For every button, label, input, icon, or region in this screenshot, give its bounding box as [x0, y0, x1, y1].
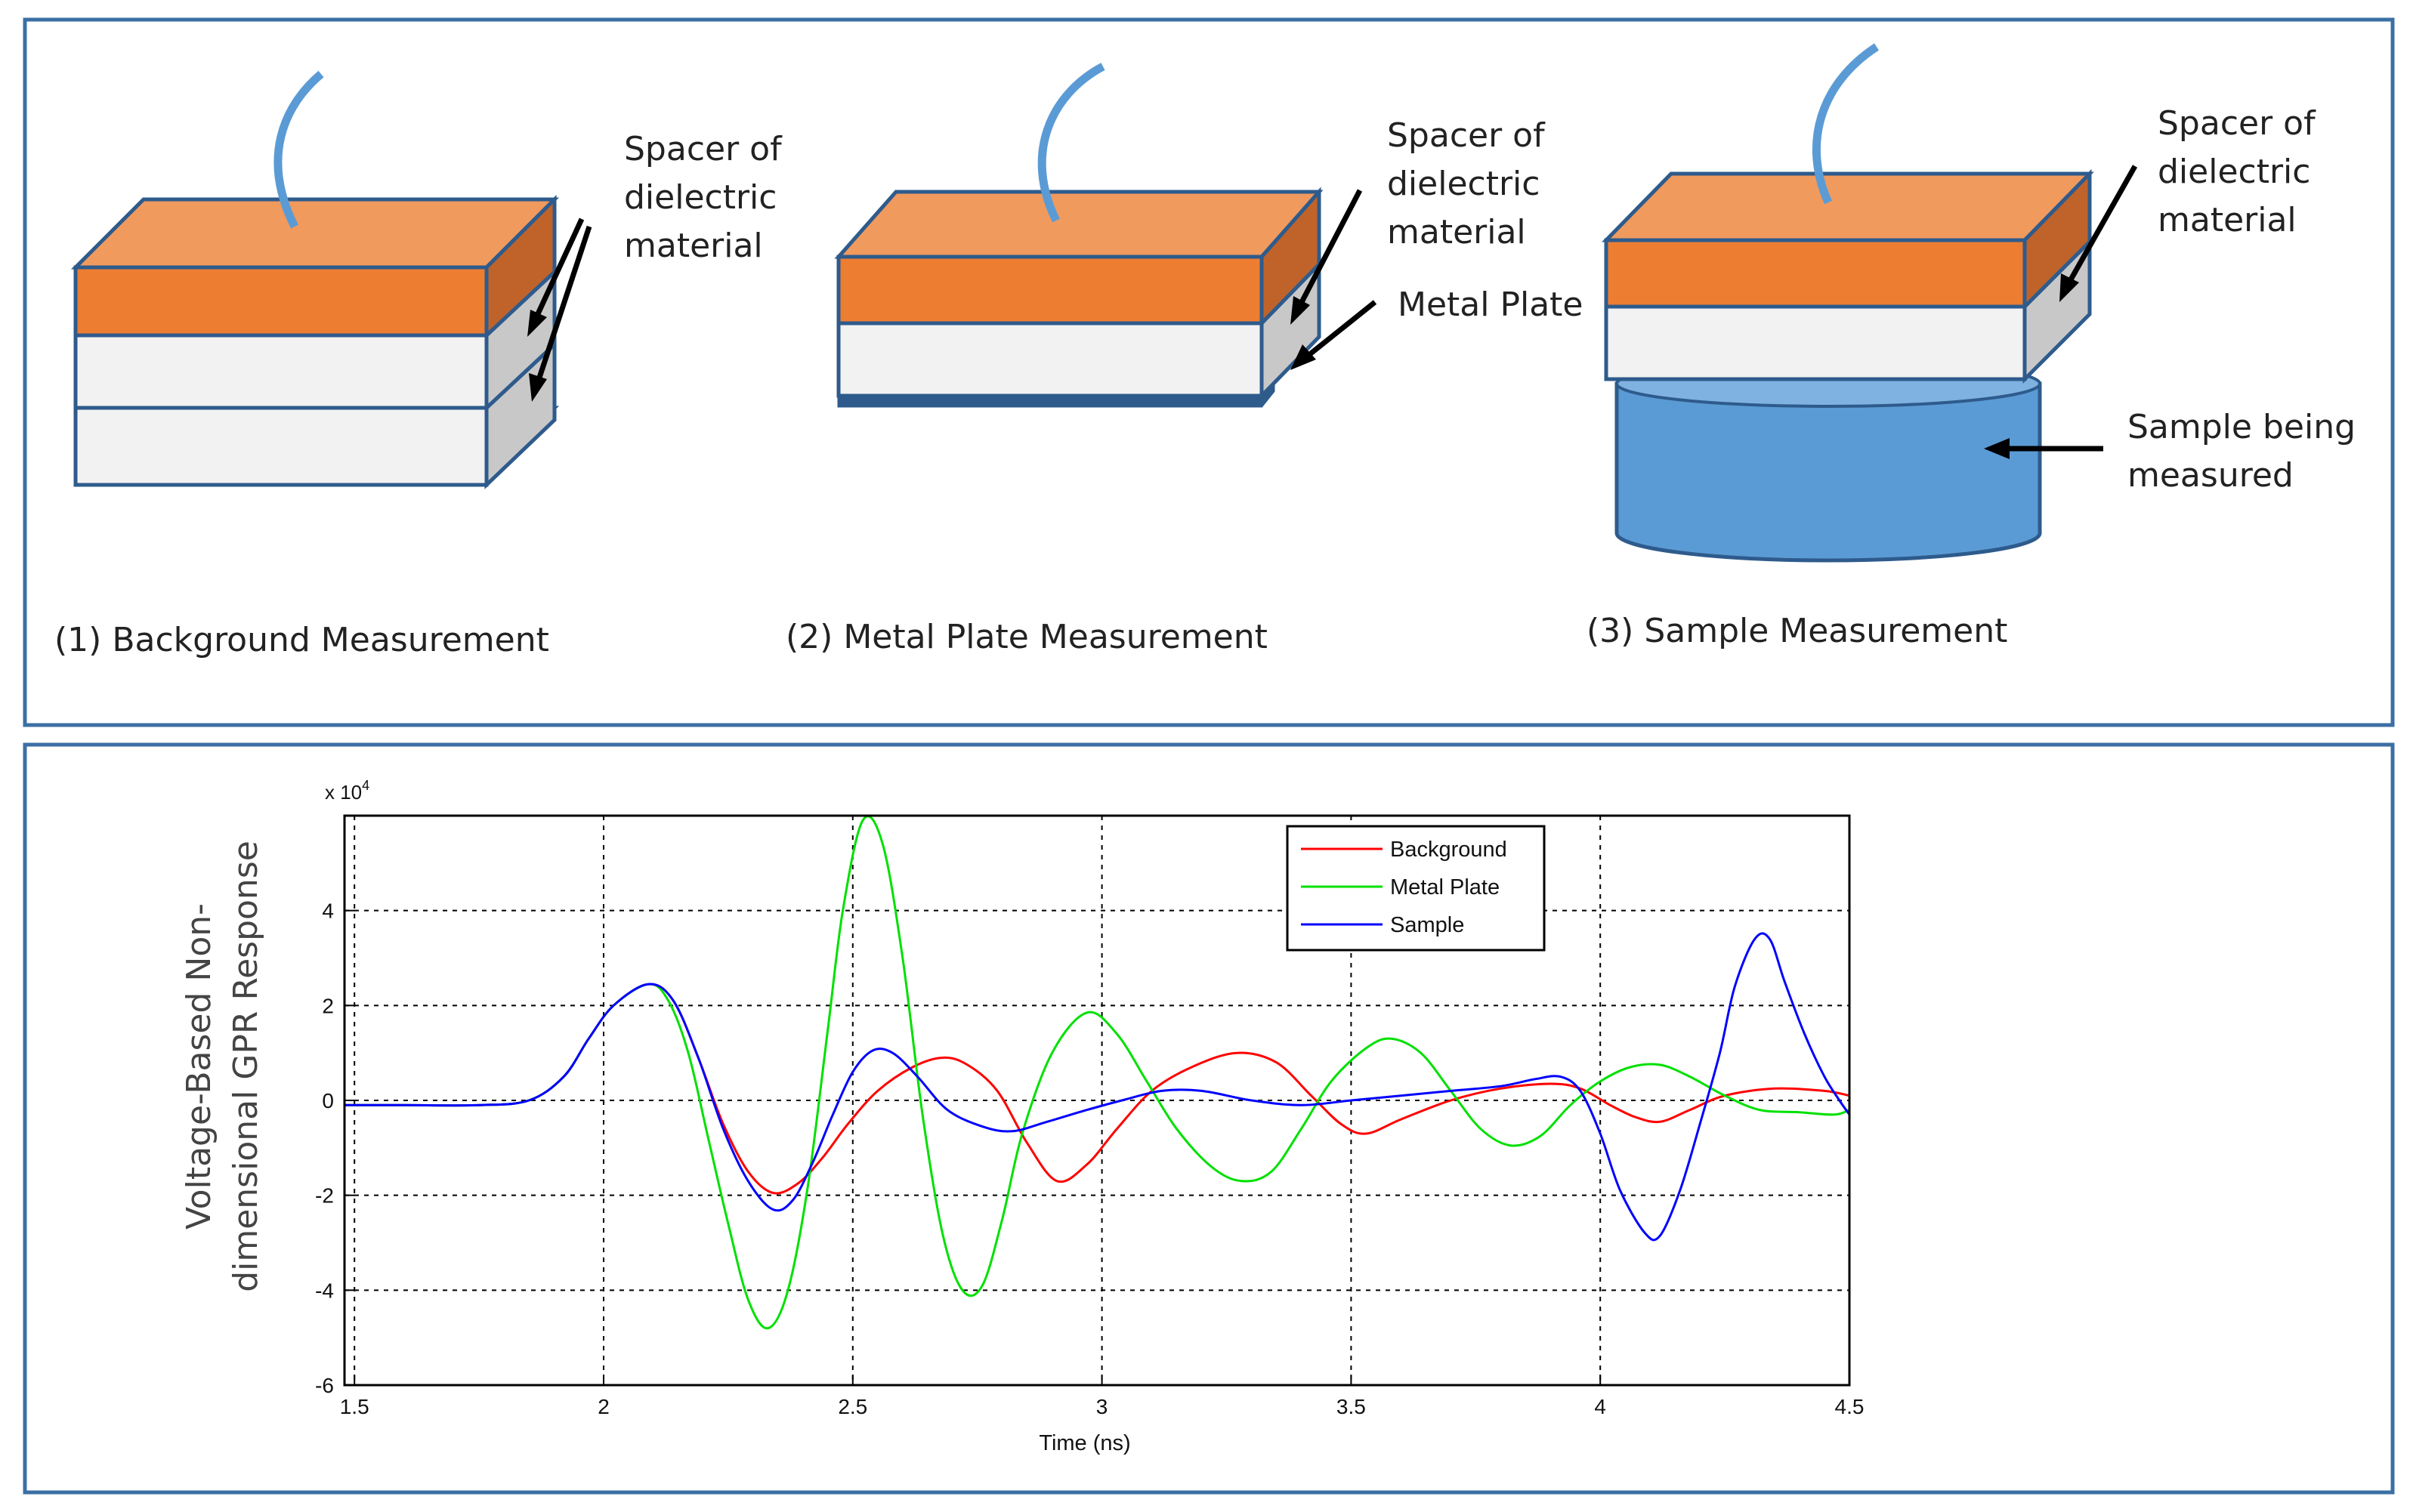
arrow-line [533, 218, 585, 319]
metal-plate-caption: (2) Metal Plate Measurement [786, 618, 1268, 656]
y-axis-label-line-1: Voltage-Based Non- [180, 903, 218, 1230]
bottom-panel-frame [23, 742, 2395, 1495]
arrow-line [1305, 300, 1377, 359]
sample-setup [1602, 43, 2094, 563]
spacer-label-line-1: Spacer of [1387, 116, 1546, 155]
antenna-cable [273, 70, 324, 229]
antenna-top [70, 197, 560, 270]
spacer-front [836, 321, 1264, 398]
background-caption: (1) Background Measurement [54, 621, 549, 659]
arrow-line [1298, 189, 1363, 305]
lower-spacer-front [73, 406, 489, 487]
spacer-label-line-3: material [1387, 213, 1526, 251]
arrow-line [535, 225, 592, 384]
spacer-label-line-3: material [624, 227, 763, 265]
x-axis-label: Time (ns) [1039, 1431, 1130, 1455]
x-tick-label: 4 [1594, 1395, 1606, 1418]
legend: Background Metal Plate Sample [1286, 825, 1546, 952]
series-line-background [344, 983, 1850, 1195]
arrow-head [529, 373, 547, 402]
metal-plate-label: Metal Plate [1398, 285, 1583, 324]
series-line-sample [344, 932, 1851, 1242]
arrow-line [2067, 165, 2138, 282]
sample-label-line-2: measured [2127, 456, 2294, 495]
arrow-head [527, 310, 547, 337]
y-tick-label: 2 [322, 994, 334, 1017]
plot-area-border [343, 814, 1851, 1387]
x-tick-label: 3.5 [1336, 1395, 1366, 1418]
legend-box [1286, 825, 1546, 952]
spacer-label-line-1: Spacer of [2158, 104, 2316, 143]
series-line-metal-plate [344, 815, 1850, 1330]
antenna-front [1604, 238, 2027, 309]
spacer-label-line-3: material [2158, 201, 2297, 239]
y-axis-label: Voltage-Based Non- dimensional GPR Respo… [180, 841, 265, 1292]
x-tick-label: 2.5 [838, 1395, 867, 1418]
x-tick-label: 1.5 [340, 1395, 369, 1418]
y-tick-label: -2 [315, 1184, 334, 1208]
background-setup [70, 70, 560, 489]
antenna-top [834, 190, 1324, 259]
sample-arrows [1984, 165, 2138, 459]
antenna-top [1602, 171, 2094, 242]
y-tick-label: 0 [322, 1089, 334, 1112]
x-tick-label: 3 [1096, 1395, 1108, 1418]
metal-plate-arrows [1290, 189, 1377, 370]
spacer-front [1604, 304, 2027, 381]
arrow-head [1290, 344, 1316, 370]
upper-spacer-front [73, 333, 489, 410]
antenna-front [836, 255, 1264, 326]
legend-label-metal-plate: Metal Plate [1390, 875, 1500, 899]
chart-ticks: 1.5 2 2.5 3 3.5 4 4.5 -6 -4 -2 0 2 4 [315, 899, 1864, 1418]
spacer-label-line-1: Spacer of [624, 130, 783, 168]
spacer-label-line-2: dielectric [2158, 153, 2310, 191]
arrow-head [1290, 296, 1310, 325]
sample-label-line-1: Sample being [2127, 408, 2356, 446]
x-tick-label: 2 [598, 1395, 610, 1418]
spacer-label-line-2: dielectric [624, 178, 777, 217]
y-tick-label: -6 [315, 1374, 334, 1397]
chart-grid [344, 816, 1850, 1385]
y-tick-label: -4 [315, 1279, 334, 1302]
gpr-response-chart: 1.5 2 2.5 3 3.5 4 4.5 -6 -4 -2 0 2 4 x 104 Time (ns)… [180, 778, 1864, 1455]
arrow-head [2059, 273, 2079, 302]
antenna-cable [1812, 43, 1879, 205]
antenna-front [73, 265, 489, 338]
legend-label-background: Background [1390, 838, 1507, 862]
sample-cylinder [1614, 381, 2042, 563]
antenna-cable [1037, 63, 1105, 223]
exponent-label: x 104 [325, 778, 369, 804]
y-tick-label: 4 [322, 899, 334, 923]
y-axis-label-line-2: dimensional GPR Response [227, 841, 265, 1292]
sample-caption: (3) Sample Measurement [1587, 612, 2007, 650]
background-arrows [527, 218, 592, 402]
metal-plate-setup [834, 63, 1324, 408]
spacer-label-line-2: dielectric [1387, 165, 1540, 203]
legend-label-sample: Sample [1390, 913, 1464, 937]
chart-series [344, 815, 1851, 1330]
arrow-head [1984, 438, 2010, 459]
x-tick-label: 4.5 [1835, 1395, 1865, 1418]
top-panel-frame [23, 17, 2395, 727]
